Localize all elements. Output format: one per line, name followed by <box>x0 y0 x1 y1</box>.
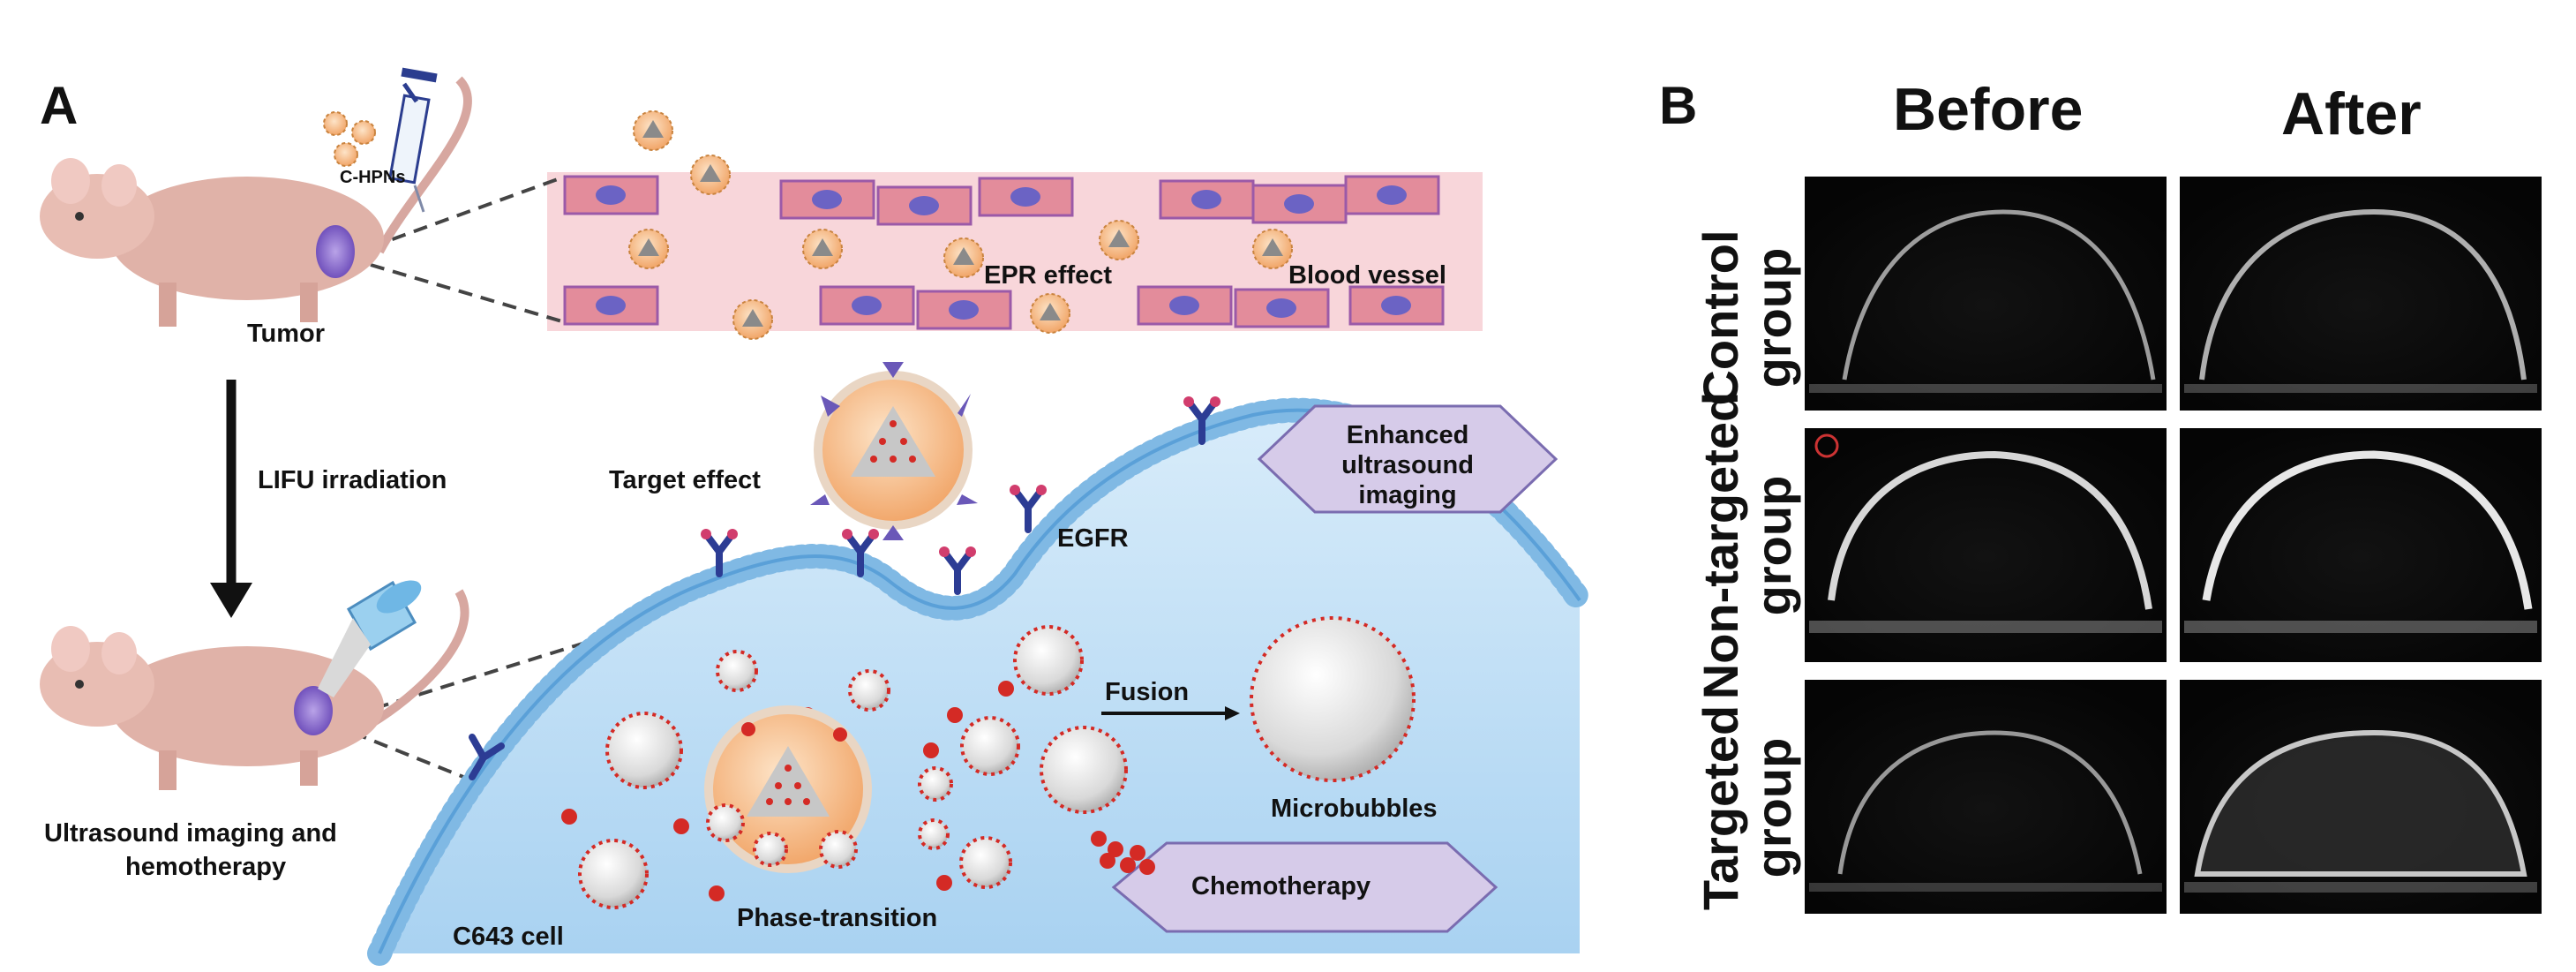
us-image-targeted-before <box>1805 680 2167 914</box>
phase-transition-particle <box>704 705 872 873</box>
outcome-line-1: Ultrasound imaging and <box>44 819 337 848</box>
us-image-control-after <box>2180 177 2542 411</box>
panel-a <box>40 67 1592 966</box>
nanoparticle-cores <box>638 120 1283 327</box>
egfr-label: EGFR <box>1057 524 1129 553</box>
row-targeted-line2: group <box>1746 737 1801 878</box>
mouse-bottom <box>40 589 469 790</box>
panel-b <box>1805 177 2542 914</box>
us-image-control-before <box>1805 177 2167 411</box>
chemotherapy-badge <box>1111 841 1498 933</box>
targeted-nanoparticle <box>810 362 978 540</box>
fusion-label: Fusion <box>1105 678 1190 706</box>
outcome-label: Ultrasound imaging and hemotherapy <box>44 817 337 884</box>
epr-label: EPR effect <box>984 261 1113 290</box>
column-after: After <box>2281 80 2422 147</box>
target-effect-label: Target effect <box>609 466 761 494</box>
lifu-arrow <box>210 380 252 618</box>
panel-a-letter: A <box>40 76 79 135</box>
egfr-receptors <box>469 398 1219 780</box>
lifu-label: LIFU irradiation <box>258 466 447 494</box>
vessel-wall-cells-top <box>563 175 1440 226</box>
column-before: Before <box>1893 76 2084 143</box>
tumor-label: Tumor <box>247 320 326 348</box>
injection-label: C-HPNs <box>340 168 406 187</box>
row-targeted: Targeted group <box>1693 667 1801 949</box>
microbubbles-inside-cell <box>578 625 1128 909</box>
panel-b-letter: B <box>1659 76 1698 135</box>
transducer-icon <box>318 580 422 697</box>
nanoparticles-vessel <box>323 110 1293 340</box>
enhanced-imaging-text: Enhanced ultrasound imaging <box>1306 420 1509 510</box>
microbubbles-label: Microbubbles <box>1271 795 1438 823</box>
fusion-arrow <box>1101 706 1240 720</box>
enhanced-imaging-badge <box>1257 404 1558 514</box>
us-image-nontargeted-before <box>1805 428 2167 662</box>
vessel-label: Blood vessel <box>1288 261 1446 290</box>
enhanced-line-3: imaging <box>1358 481 1457 509</box>
chemotherapy-label: Chemotherapy <box>1191 872 1371 900</box>
phase-transition-label: Phase-transition <box>737 904 938 932</box>
vessel-wall-cells-bottom <box>563 285 1445 330</box>
syringe-icon <box>388 67 438 213</box>
enhanced-line-2: ultrasound <box>1341 451 1474 479</box>
cell-label: C643 cell <box>453 923 564 951</box>
row-targeted-line1: Targeted <box>1693 705 1748 911</box>
us-image-nontargeted-after <box>2180 428 2542 662</box>
egfr-receptor-tips <box>701 396 1220 557</box>
mouse-top <box>40 76 472 327</box>
enhanced-line-1: Enhanced <box>1346 421 1469 449</box>
big-microbubble <box>1250 616 1416 782</box>
outcome-line-2: hemotherapy <box>125 853 287 881</box>
us-image-targeted-after <box>2180 680 2542 914</box>
